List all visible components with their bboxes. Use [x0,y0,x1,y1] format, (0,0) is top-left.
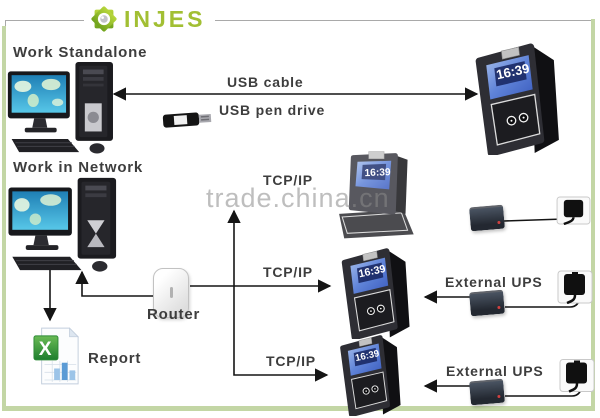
face-terminal-4: 16:39 [328,334,408,416]
ups-battery-icon [469,289,505,317]
label-usb-pen-drive: USB pen drive [219,102,326,118]
tcpip-line-down [233,286,329,382]
label-report: Report [88,350,142,367]
brand-name: INJES [124,5,206,32]
svg-text:X: X [39,339,52,360]
label-router: Router [147,306,201,323]
terminal-clock: 16:39 [358,263,387,280]
face-terminal-icon: 16:39 [475,43,559,155]
ups-battery-3 [469,378,505,406]
label-work-in-network: Work in Network [13,159,144,176]
router-to-computer-line [75,270,155,297]
face-terminal-3: 16:39 [332,247,414,339]
ups-battery-2 [469,289,505,317]
desktop-computer-icon [8,177,117,272]
desktop-computer-icon [7,62,113,154]
standalone-computer [6,58,128,158]
wall-socket-2 [557,270,593,304]
label-usb-cable: USB cable [227,74,304,90]
usb-pen-drive-icon [162,108,216,130]
label-tcpip-1: TCP/IP [263,172,313,188]
ups-battery-icon [469,204,505,232]
label-tcpip-3: TCP/IP [266,353,316,369]
label-tcpip-2: TCP/IP [263,264,313,280]
excel-report-icon: X [33,326,81,386]
frame-border-bottom [2,406,595,411]
wall-socket-icon [559,359,595,393]
watermark-text: trade.china.cn [206,183,390,213]
wall-socket-1 [556,196,591,225]
face-terminal-icon: 16:39 [339,151,414,239]
label-work-standalone: Work Standalone [13,44,148,61]
ups-battery-1 [469,204,505,232]
ups-battery-icon [469,378,505,406]
face-terminal-1: 16:39 [466,42,562,155]
wall-socket-3 [559,358,595,393]
label-external-ups-1: External UPS [445,274,543,290]
frame-top-line-corner [5,20,6,27]
label-external-ups-2: External UPS [446,363,544,379]
network-computer [6,176,132,274]
face-terminal-icon: 16:39 [340,335,401,416]
wall-socket-icon [556,196,591,225]
terminal-clock: 16:39 [495,61,531,83]
terminal-clock: 16:39 [364,167,391,179]
face-terminal-2: 16:39 [334,148,428,243]
wall-socket-icon [557,270,593,304]
face-terminal-icon: 16:39 [341,248,410,339]
router-icon [153,268,189,318]
router-device [153,268,189,318]
ups-to-plug-line-top [503,218,565,222]
terminal-clock: 16:39 [354,348,380,364]
frame-border-left [2,26,6,410]
frame-top-line [6,20,594,21]
frame-border-right [591,19,595,410]
brand-logo: INJES [84,1,216,37]
injes-logo-icon [91,6,117,32]
